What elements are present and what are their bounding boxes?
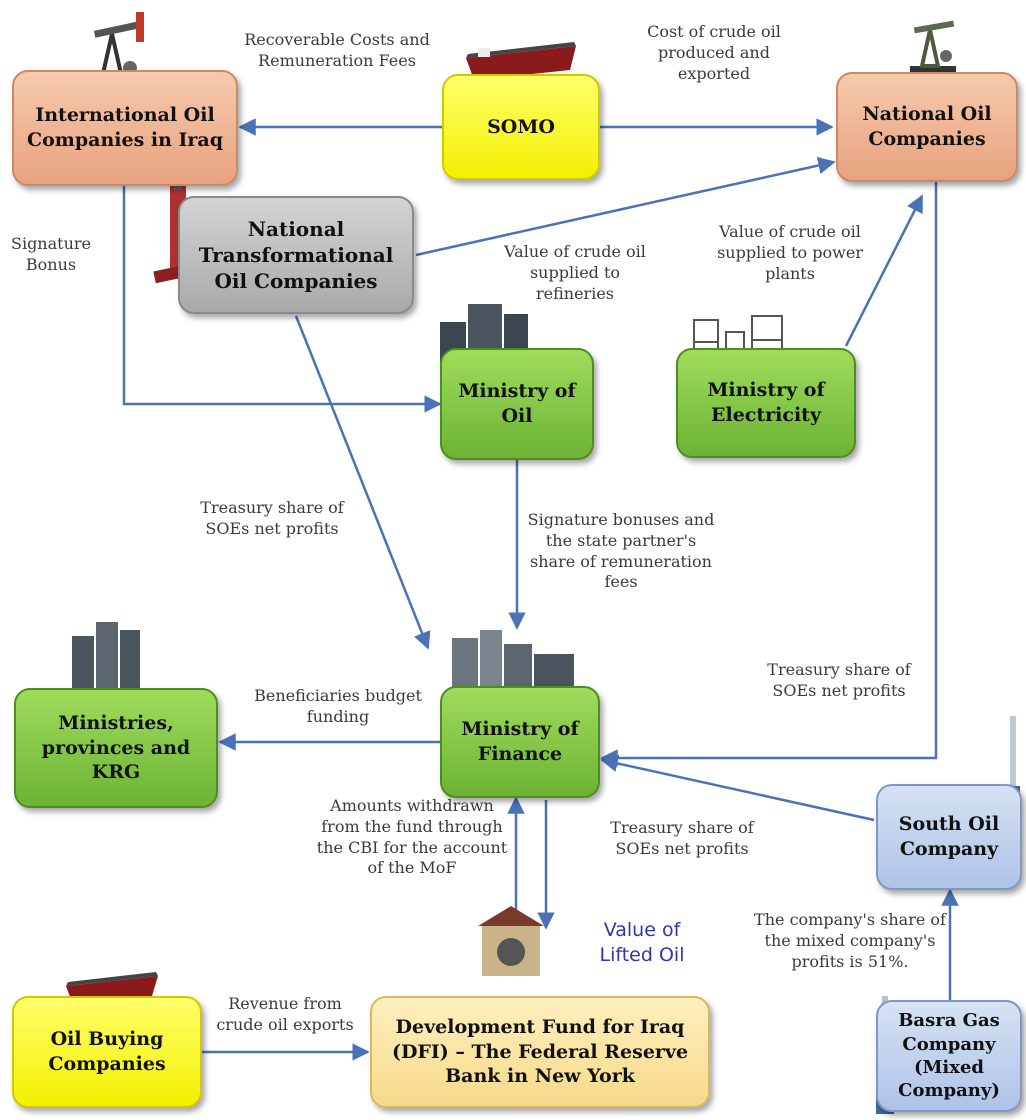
oil-pump-icon: [910, 20, 956, 72]
tanker-ship-icon: [466, 42, 576, 80]
node-ministry-of-finance: Ministry of Finance: [440, 686, 600, 798]
node-ministries-provinces-krg: Ministries, provinces and KRG: [14, 688, 218, 808]
arrow-ntoc-to-noc: [415, 156, 836, 257]
arrow-electricity-to-noc: [844, 194, 924, 347]
node-somo: SOMO: [442, 74, 600, 180]
label-company-share: The company's share of the mixed company…: [754, 910, 946, 971]
label-amounts-withdrawn: Amounts withdrawn from the fund through …: [316, 796, 508, 878]
city-buildings-icon: [452, 630, 574, 690]
arrow-south-oil-to-finance: [600, 754, 875, 822]
node-basra-gas-company: Basra Gas Company (Mixed Company): [876, 1000, 1022, 1112]
label-revenue-from-exports: Revenue from crude oil exports: [216, 994, 354, 1034]
arrow-ioc-to-ministry-oil: [122, 184, 442, 413]
label-value-crude-power-plants: Value of crude oil supplied to power pla…: [717, 222, 863, 283]
node-ministry-of-electricity: Ministry of Electricity: [676, 348, 856, 458]
label-treasury-share-3: Treasury share of SOEs net profits: [610, 818, 754, 858]
node-south-oil-company: South Oil Company: [876, 784, 1022, 890]
node-national-transformational-oil-companies: National Transformational Oil Companies: [178, 196, 414, 314]
label-value-crude-refineries: Value of crude oil supplied to refinerie…: [504, 242, 646, 303]
label-beneficiaries-budget: Beneficiaries budget funding: [254, 686, 422, 726]
label-treasury-share-1: Treasury share of SOEs net profits: [200, 498, 344, 538]
tanker-ship-icon: [66, 972, 158, 1002]
label-signature-bonuses-state: Signature bonuses and the state partner'…: [527, 510, 715, 592]
label-value-of-lifted-oil: Value of Lifted Oil: [599, 919, 685, 966]
node-oil-buying-companies: Oil Buying Companies: [12, 996, 202, 1108]
node-international-oil-companies: International Oil Companies in Iraq: [12, 70, 238, 186]
arrow-ntoc-to-finance: [294, 315, 431, 650]
label-treasury-share-2: Treasury share of SOEs net profits: [767, 660, 911, 700]
label-recoverable-costs: Recoverable Costs and Remuneration Fees: [244, 30, 430, 70]
node-national-oil-companies: National Oil Companies: [836, 72, 1018, 182]
node-development-fund-for-iraq: Development Fund for Iraq (DFI) – The Fe…: [370, 996, 710, 1108]
arrow-noc-to-finance: [600, 182, 938, 767]
node-ministry-of-oil: Ministry of Oil: [440, 348, 594, 460]
label-cost-of-crude-oil: Cost of crude oil produced and exported: [647, 22, 781, 83]
bank-building-icon: [478, 906, 544, 976]
label-signature-bonus: Signature Bonus: [10, 234, 91, 274]
